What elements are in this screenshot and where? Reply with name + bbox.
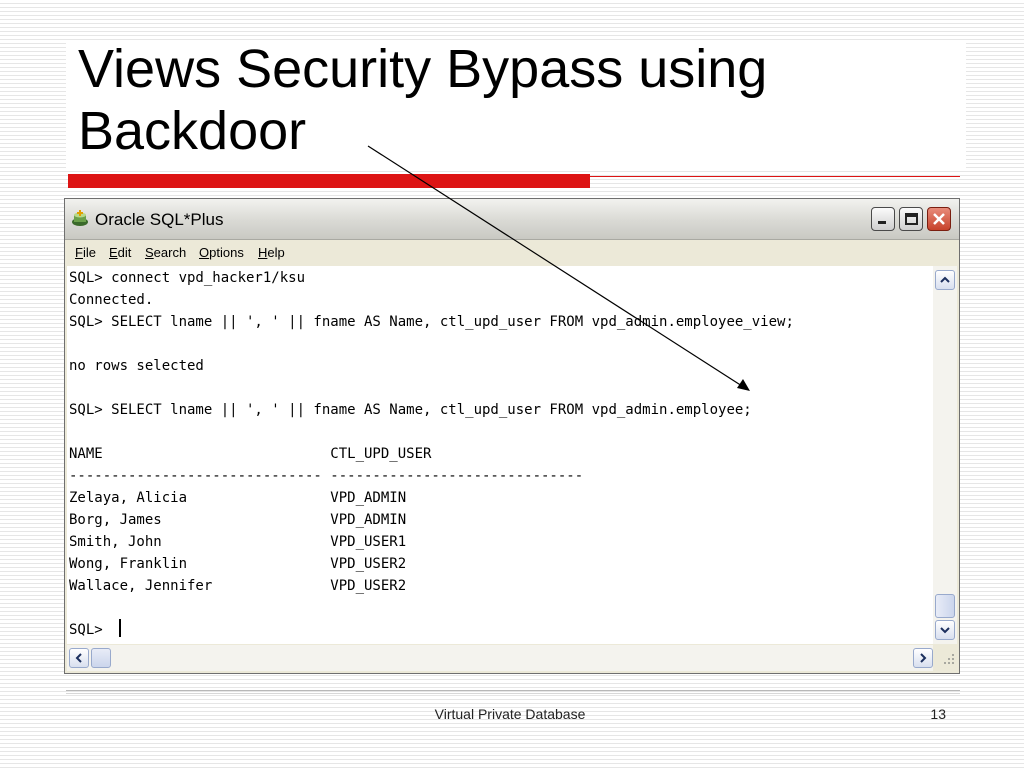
window-titlebar[interactable]: Oracle SQL*Plus: [65, 199, 959, 240]
maximize-icon: [905, 213, 918, 225]
console-output[interactable]: SQL> connect vpd_hacker1/ksu Connected. …: [67, 266, 933, 644]
console-line: SQL> SELECT lname || ', ' || fname AS Na…: [69, 314, 794, 330]
scroll-left-button[interactable]: [69, 648, 89, 668]
vertical-scrollbar[interactable]: [933, 266, 957, 644]
sqlplus-window: Oracle SQL*Plus File Edit Search Options…: [64, 198, 960, 674]
chevron-left-icon: [75, 653, 82, 663]
console-line: Connected.: [69, 292, 154, 308]
scroll-down-button[interactable]: [935, 620, 955, 640]
vertical-scroll-thumb[interactable]: [935, 594, 955, 618]
horizontal-scrollbar[interactable]: [67, 645, 933, 671]
console-line: Borg, James VPD_ADMIN: [69, 512, 407, 528]
footer-text: Virtual Private Database: [434, 706, 586, 722]
menu-help[interactable]: Help: [258, 245, 285, 260]
horizontal-scroll-thumb[interactable]: [91, 648, 111, 668]
console-line: SQL> connect vpd_hacker1/ksu: [69, 270, 306, 286]
menu-file[interactable]: File: [75, 245, 96, 260]
console-line: NAME CTL_UPD_USER: [69, 446, 432, 462]
window-title: Oracle SQL*Plus: [95, 210, 224, 229]
console-line: Zelaya, Alicia VPD_ADMIN: [69, 490, 407, 506]
console-line: SQL> SELECT lname || ', ' || fname AS Na…: [69, 402, 752, 418]
close-icon: [933, 213, 945, 225]
console-line: SQL>: [69, 622, 112, 638]
scroll-right-button[interactable]: [913, 648, 933, 668]
chevron-right-icon: [920, 653, 927, 663]
menu-search[interactable]: Search: [145, 245, 187, 260]
accent-bar: [68, 174, 590, 188]
scroll-up-button[interactable]: [935, 270, 955, 290]
close-button[interactable]: [927, 207, 951, 231]
chevron-up-icon: [940, 276, 950, 283]
console-line: ------------------------------ ---------…: [69, 468, 584, 484]
footer-divider: [66, 690, 960, 691]
chevron-down-icon: [940, 627, 950, 634]
sqlplus-app-icon: [71, 209, 89, 227]
console-line: Wallace, Jennifer VPD_USER2: [69, 578, 407, 594]
menu-bar: File Edit Search Options Help: [65, 240, 959, 264]
maximize-button[interactable]: [899, 207, 923, 231]
minimize-icon: [878, 221, 886, 224]
slide-title: Views Security Bypass using Backdoor: [78, 39, 768, 161]
console-line: no rows selected: [69, 358, 204, 374]
minimize-button[interactable]: [871, 207, 895, 231]
console-line: Smith, John VPD_USER1: [69, 534, 407, 550]
console-line: Wong, Franklin VPD_USER2: [69, 556, 407, 572]
footer-divider: [66, 693, 960, 694]
page-number: 13: [930, 706, 946, 722]
accent-line: [590, 176, 960, 177]
menu-options[interactable]: Options: [199, 245, 244, 260]
text-cursor: [119, 619, 121, 637]
menu-edit[interactable]: Edit: [109, 245, 132, 260]
resize-grip-icon[interactable]: [935, 647, 957, 669]
